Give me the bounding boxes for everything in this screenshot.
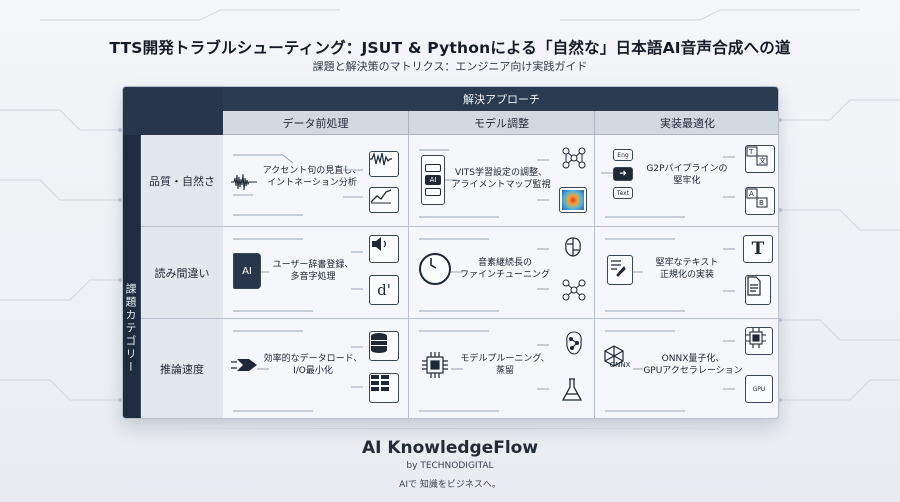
- row-header-misreading: 読み間違い: [141, 227, 223, 319]
- column-header-data-preprocessing: データ前処理: [223, 111, 409, 135]
- onnx-logo-icon: ONNX: [603, 345, 637, 385]
- pipeline-arrow-icon: ➜: [613, 167, 633, 181]
- cell-circuit-lines: [233, 238, 363, 312]
- cell-text: モデルプルーニング、蒸留: [460, 354, 550, 376]
- cell-circuit-lines: [419, 330, 549, 412]
- brand-tagline: AIで 知識をビジネスへ。: [399, 480, 501, 490]
- cell-text: G2Pパイプラインの堅牢化: [646, 164, 728, 186]
- cell-speed-implementation: ONNX ONNX量子化、GPUアクセラレーション GPU: [595, 319, 778, 418]
- category-label: 課題カテゴリー: [124, 283, 137, 374]
- cell-circuit-lines: [419, 149, 549, 218]
- cell-text: 堅牢なテキスト正規化の実装: [655, 258, 719, 280]
- cell-text: 効率的なデータロード、I/O最小化: [263, 354, 363, 376]
- cell-circuit-lines: [605, 238, 735, 312]
- cell-circuit-lines: [605, 330, 735, 412]
- cell-circuit-lines: [601, 156, 735, 218]
- cell-speed-preprocessing: 効率的なデータロード、I/O最小化: [223, 319, 409, 418]
- gpu-chip-icon: GPU: [745, 375, 773, 403]
- network-brain-icon: [561, 329, 587, 357]
- cell-circuit-lines: [233, 154, 363, 216]
- fast-arrow-icon: [231, 355, 259, 377]
- neural-network-icon: [561, 145, 587, 171]
- phoneme-symbol-icon: d': [369, 275, 399, 305]
- cell-text: ONNX量子化、GPUアクセラレーション: [643, 354, 743, 376]
- cell-quality-model: AI VITS学習設定の調整、アライメントマップ監視: [409, 135, 595, 227]
- text-format-icon: T: [743, 235, 773, 263]
- cell-misreading-implementation: 堅牢なテキスト正規化の実装 T: [595, 227, 778, 319]
- heatmap-icon: [559, 187, 587, 213]
- ai-layers-icon: AI: [421, 155, 445, 205]
- page-title: TTS開発トラブルシューティング：JSUT & Pythonによる「自然な」日本…: [109, 39, 791, 57]
- brand-company: by TECHNODIGITAL: [406, 461, 494, 471]
- cell-text: 音素継続長のファインチューニング: [459, 258, 550, 280]
- neural-network-icon: [561, 277, 587, 303]
- svg-text:T: T: [748, 148, 754, 156]
- document-edit-icon: [607, 255, 633, 285]
- cell-circuit-lines: [419, 238, 549, 312]
- svg-text:B: B: [759, 199, 764, 207]
- processor-chip-icon: [421, 351, 449, 379]
- cell-misreading-model: 音素継続長のファインチューニング: [409, 227, 595, 319]
- cell-circuit-lines: [233, 330, 363, 412]
- audio-wave-icon: [369, 151, 399, 177]
- brain-chip-icon: [561, 235, 587, 261]
- speaker-icon: [369, 235, 399, 263]
- brand-name: AI KnowledgeFlow: [361, 438, 539, 458]
- cell-text: VITS学習設定の調整、アライメントマップ監視: [451, 168, 551, 190]
- approach-header: 解決アプローチ: [223, 87, 778, 111]
- text-tag-icon: Text: [613, 187, 633, 199]
- line-chart-icon: [369, 187, 399, 213]
- database-icon: [369, 331, 399, 361]
- page-subtitle: 課題と解決策のマトリクス：エンジニア向け実践ガイド: [312, 60, 588, 73]
- cell-quality-preprocessing: アクセント句の見直し、イントネーション分析: [223, 135, 409, 227]
- column-header-model-tuning: モデル調整: [409, 111, 595, 135]
- flask-icon: [561, 377, 587, 405]
- clock-icon: [419, 253, 451, 285]
- cell-text: ユーザー辞書登録、多音字処理: [272, 260, 354, 282]
- document-icon: [745, 275, 771, 305]
- grid-blocks-icon: [369, 373, 399, 403]
- row-header-inference-speed: 推論速度: [141, 319, 223, 418]
- cell-misreading-preprocessing: AI ユーザー辞書登録、多音字処理 d': [223, 227, 409, 319]
- waveform-icon: [231, 173, 257, 191]
- svg-text:A: A: [749, 190, 754, 198]
- dictionary-book-icon: AI: [233, 253, 261, 289]
- solution-matrix: 課題カテゴリー 解決アプローチ データ前処理 モデル調整 実装最適化 品質・自然…: [122, 86, 779, 419]
- cell-speed-model: モデルプルーニング、蒸留: [409, 319, 595, 418]
- floor-reflection-line: [140, 428, 760, 429]
- svg-text:文: 文: [759, 156, 766, 165]
- eng-text-tag-icon: Eng: [613, 149, 633, 161]
- category-bar: 課題カテゴリー: [123, 135, 141, 418]
- cell-text: アクセント句の見直し、イントネーション分析: [262, 166, 362, 188]
- row-header-quality: 品質・自然さ: [141, 135, 223, 227]
- column-header-implementation-optimization: 実装最適化: [595, 111, 778, 135]
- processor-chip-icon: [745, 327, 773, 355]
